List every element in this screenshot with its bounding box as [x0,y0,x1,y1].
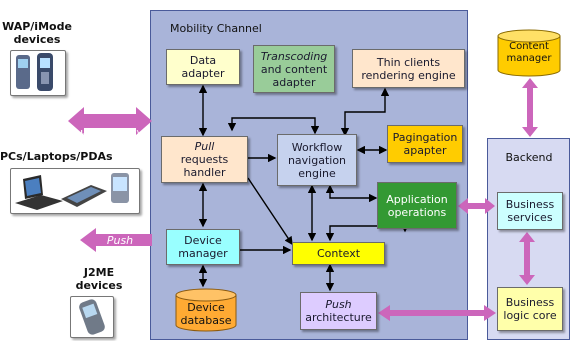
mobile-phone-icon [16,53,53,91]
push-italic-label: Push [325,298,352,311]
database-icon [497,29,561,77]
pcs-laptops-pdas-label: PCs/Laptops/PDAs [0,150,113,163]
content-manager-arrow [522,78,538,137]
http-pull-arrow [68,107,152,135]
pcs-laptops-pdas-image [10,168,140,214]
push-arrow [80,228,152,252]
device-database-cylinder: Device database [174,287,238,333]
backend-title: Backend [505,151,553,164]
j2me-devices-image [70,296,114,338]
push-logic-arrow [378,305,496,321]
device-manager-box: Device manager [166,229,240,265]
data-adapter-box: Data adapter [166,49,240,85]
wap-devices-image [10,50,66,96]
push-label: Push [106,234,134,247]
pagination-adapter-box: Pagingation apapter [387,125,463,163]
content-manager-label: Content manager [506,41,552,64]
transcoding-rest-label: and content adapter [260,62,328,89]
device-database-label: Device database [180,301,232,327]
wap-devices-label: WAP/iMode devices [2,20,72,46]
services-logic-arrow [519,232,535,285]
transcoding-italic-label: Transcoding [260,49,328,63]
http-pull-prefix: HTTP ( [80,128,116,141]
mobility-channel-title: Mobility Channel [170,22,262,35]
thin-clients-box: Thin clients rendering engine [352,49,465,88]
http-pull-label: HTTP (Pull) [74,115,146,141]
workflow-engine-box: Workflow navigation engine [277,134,357,186]
business-services-box: Business services [497,192,563,230]
content-manager-cylinder: Content manager [496,28,562,78]
http-pull-italic: Pull [115,128,136,141]
database-icon [175,288,237,332]
push-rest-label: architecture [305,311,372,324]
push-architecture-box: Push architecture [300,292,377,330]
laptop-pda-icon [15,173,129,210]
pull-requests-handler-box: Pull requests handler [161,136,248,183]
j2me-phone-icon [79,299,105,335]
app-ops-services-arrow [458,198,495,214]
pull-rest-label: requests handler [180,153,229,179]
http-pull-suffix: ) [135,128,140,141]
application-operations-box: Application operations [377,182,457,229]
j2me-devices-label: J2ME devices [75,266,123,292]
transcoding-box: Transcoding and content adapter [253,45,335,93]
pull-italic-label: Pull [194,140,215,153]
context-box: Context [292,242,385,265]
business-logic-core-box: Business logic core [497,287,563,331]
